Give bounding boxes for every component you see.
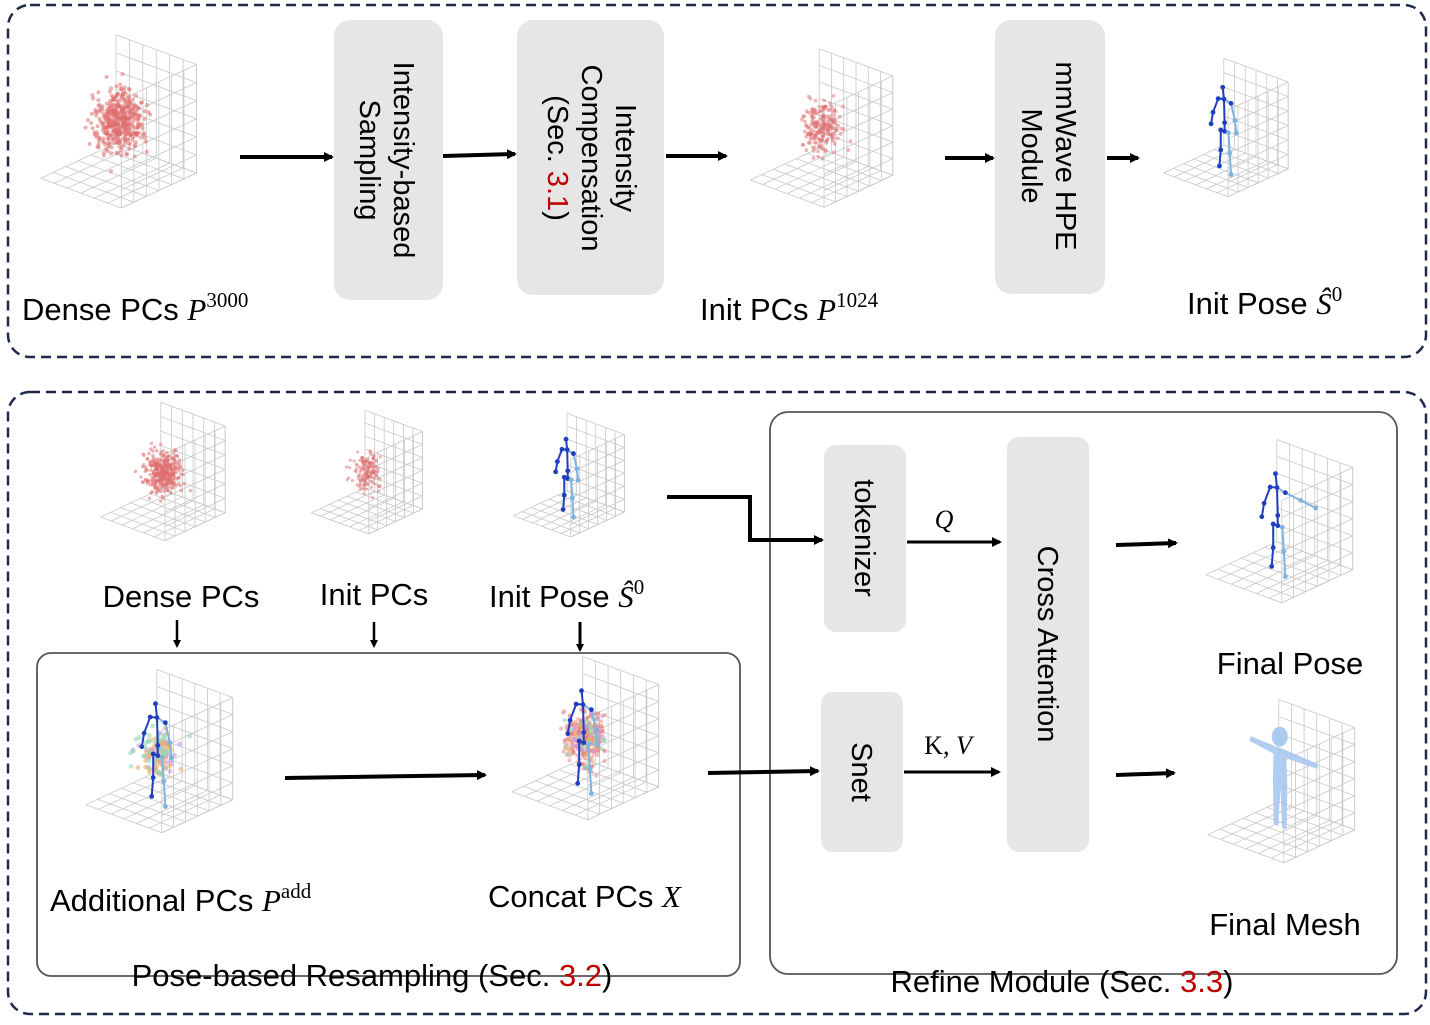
init-pose-label: Init Pose Ŝ0 <box>1187 282 1342 321</box>
compensation-ref[interactable]: 3.1 <box>541 171 573 211</box>
hpe-module-box <box>995 20 1105 294</box>
resampling-ref[interactable]: 3.2 <box>559 958 602 993</box>
dense-pcs-small-label: Dense PCs <box>103 579 260 614</box>
arrow-attention-to-finalpose <box>1115 538 1178 549</box>
refine-ref[interactable]: 3.3 <box>1180 964 1223 999</box>
arrow-additional-to-concat <box>284 770 487 781</box>
compensation-line3: (Sec. 3.1) <box>541 95 573 221</box>
sampling-line2: Sampling <box>353 100 385 221</box>
tokenizer-label: tokenizer <box>848 479 880 597</box>
resampling-frame <box>36 652 741 977</box>
snet-box <box>821 692 903 852</box>
sampling-box <box>334 20 443 300</box>
cross-attention-box <box>1007 437 1089 852</box>
refine-caption: Refine Module (Sec. 3.3) <box>891 964 1234 999</box>
compensation-line2: Compensation <box>575 65 607 252</box>
kv-label: K, V <box>924 731 975 760</box>
init-pose-plot <box>1163 57 1289 198</box>
final-pose-plot <box>1205 439 1354 604</box>
dense-pcs-label: Dense PCs P3000 <box>22 288 248 327</box>
compensation-line1: Intensity <box>609 104 641 212</box>
tokenizer-box <box>824 445 906 632</box>
init-pcs-small-label: Init PCs <box>320 577 429 612</box>
q-label: Q <box>935 505 954 534</box>
arrow-attention-to-finalmesh <box>1115 768 1176 779</box>
hpe-line2: Module <box>1015 108 1047 203</box>
resampling-caption: Pose-based Resampling (Sec. 3.2) <box>132 958 613 993</box>
arrow-concat-to-snet <box>707 766 820 777</box>
dense-pcs-plot <box>40 34 197 209</box>
additional-pcs-plot <box>85 669 234 834</box>
concat-pcs-label: Concat PCs X <box>488 879 682 914</box>
arrow-sampling-to-compensation <box>442 149 517 160</box>
dense-pcs-small-plot <box>100 401 226 542</box>
snet-label: Snet <box>845 742 877 802</box>
final-pose-label: Final Pose <box>1217 646 1363 681</box>
arrow-pose-to-tokenizer <box>667 495 824 545</box>
sampling-line1: Intensity-based <box>387 62 419 259</box>
top-stage-frame <box>6 3 1428 359</box>
final-mesh-label: Final Mesh <box>1209 907 1361 942</box>
cross-attention-label: Cross Attention <box>1031 546 1063 743</box>
init-pcs-label: Init PCs P1024 <box>700 288 879 327</box>
init-pcs-small-plot <box>311 409 423 535</box>
bottom-stage-frame <box>6 390 1428 1016</box>
concat-pcs-plot <box>511 656 660 821</box>
init-pose-small-plot <box>513 412 625 538</box>
init-pose-small-label: Init Pose Ŝ0 <box>489 575 644 614</box>
hpe-line1: mmWave HPE <box>1049 61 1081 250</box>
refine-module-frame <box>769 411 1398 975</box>
final-mesh-plot <box>1207 699 1356 864</box>
compensation-box <box>517 20 664 295</box>
init-pcs-plot <box>750 48 894 208</box>
additional-pcs-label: Additional PCs Padd <box>50 879 312 918</box>
